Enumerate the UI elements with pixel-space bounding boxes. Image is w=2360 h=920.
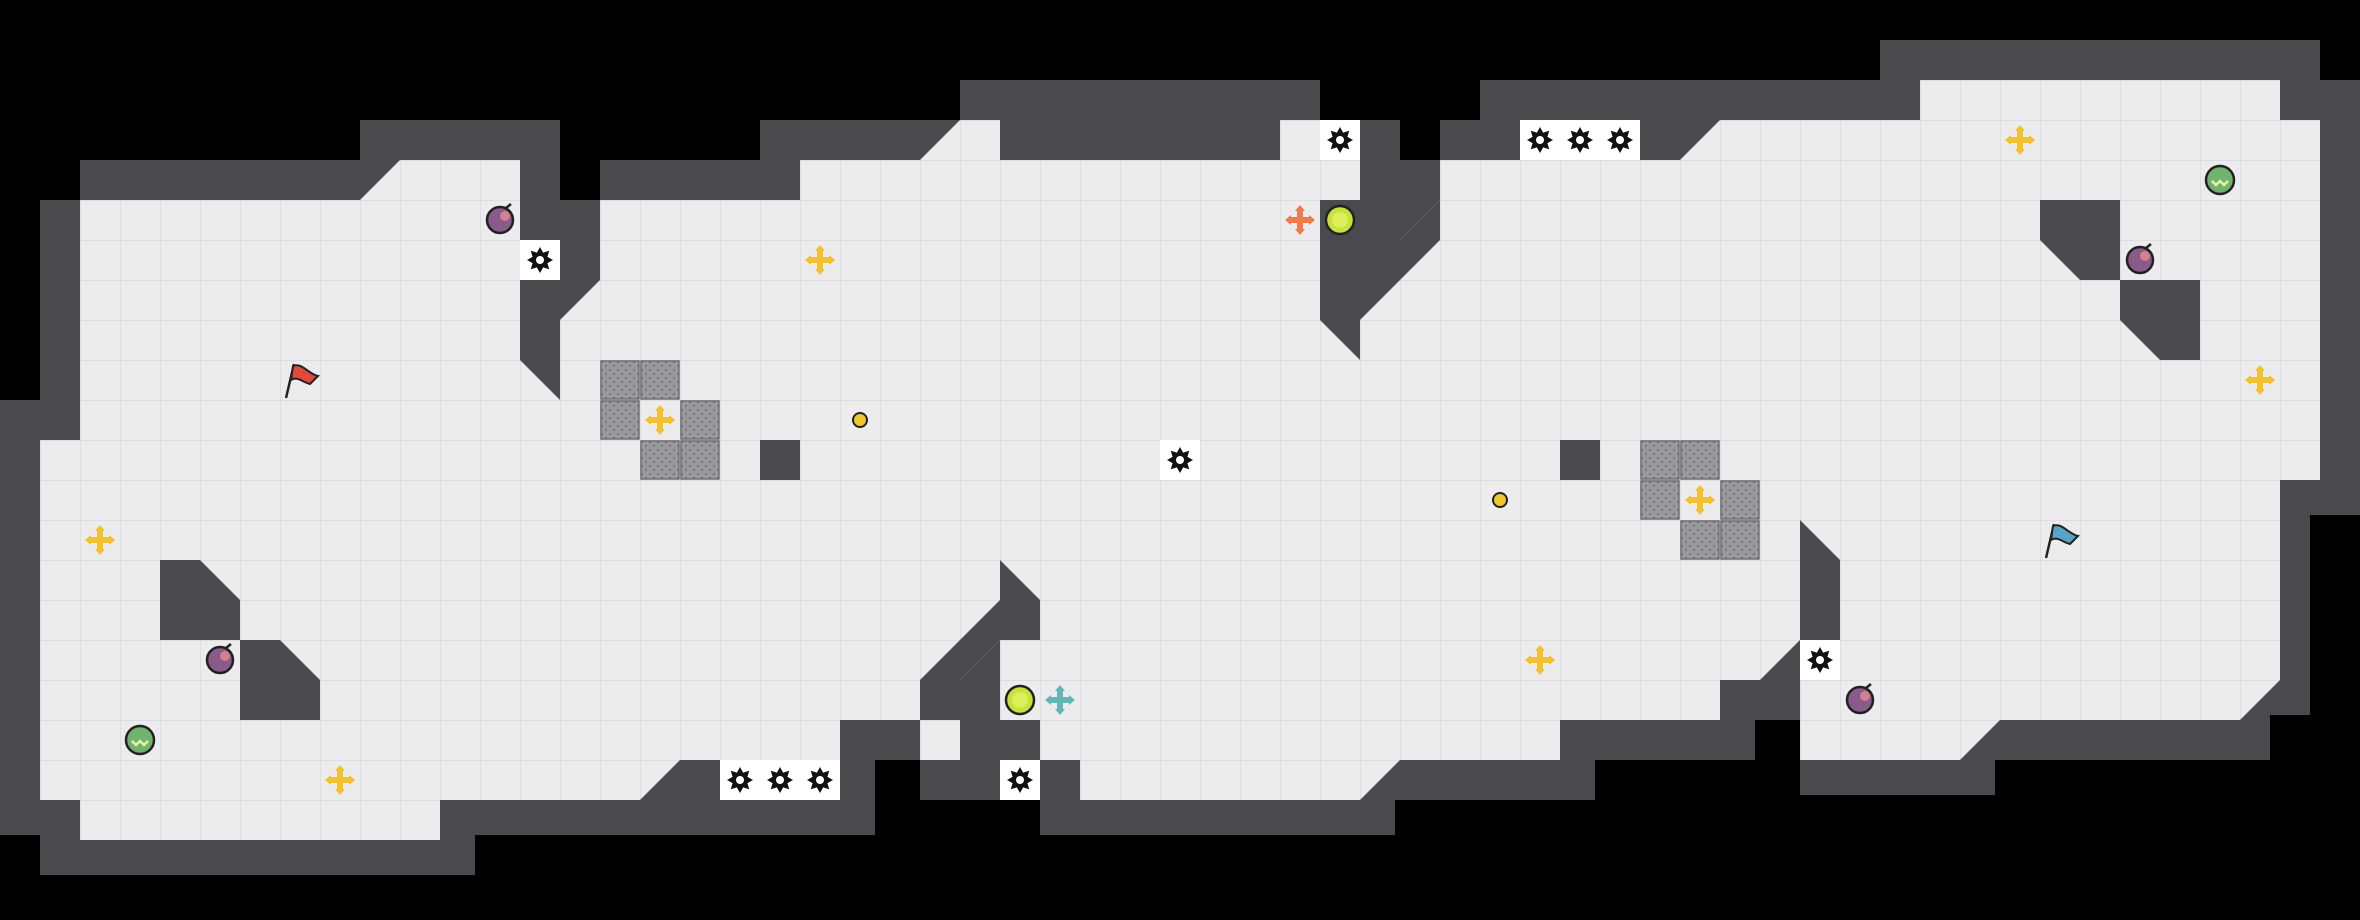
green-ball-icon [2204,164,2236,196]
plus-icon [1685,485,1715,515]
blue-flag-icon [2044,523,2081,559]
green-ball-icon [124,724,156,756]
plus-icon [1285,205,1315,235]
level-objects [85,120,2275,800]
spike-icon [1600,120,1640,160]
spike-icon [1160,440,1200,480]
bomb-icon [1845,683,1875,715]
spike-icon [1520,120,1560,160]
crate-tile [1640,440,1680,480]
coin-icon [1492,492,1508,508]
lime-ball-icon [1324,204,1356,236]
crate-tile [680,440,720,480]
plus-icon [645,405,675,435]
plus-icon [2245,365,2275,395]
spike-icon [520,240,560,280]
crate-tile [1720,480,1760,520]
spike-icon [1800,640,1840,680]
bomb-icon [205,643,235,675]
crate-tile [640,440,680,480]
plus-icon [85,525,115,555]
plus-icon [805,245,835,275]
bomb-icon [485,203,515,235]
crate-tile [1640,480,1680,520]
crate-tile [600,400,640,440]
spike-icon [760,760,800,800]
plus-icon [1525,645,1555,675]
crate-tile [1680,440,1720,480]
spike-icon [720,760,760,800]
crate-tile [1680,520,1720,560]
crate-tile [680,400,720,440]
bomb-icon [2125,243,2155,275]
spike-icon [1000,760,1040,800]
red-flag-icon [284,363,321,399]
crates [600,360,1760,560]
crate-tile [1720,520,1760,560]
spike-icon [1560,120,1600,160]
spike-icon [800,760,840,800]
coin-icon [852,412,868,428]
plus-icon [1045,685,1075,715]
spike-icon [1320,120,1360,160]
inner-walls [160,200,2200,720]
lime-ball-icon [1004,684,1036,716]
crate-tile [640,360,680,400]
plus-icon [2005,125,2035,155]
crate-tile [600,360,640,400]
plus-icon [325,765,355,795]
